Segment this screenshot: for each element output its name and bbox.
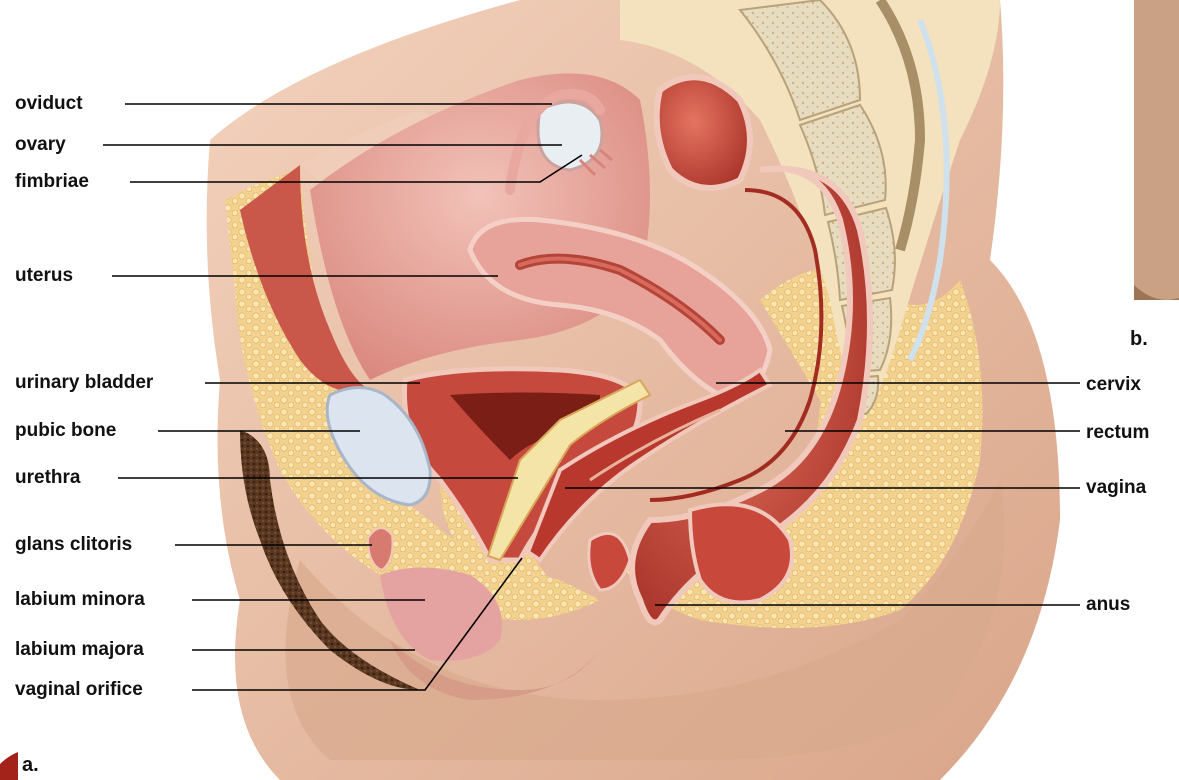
panel-label-a: a. (22, 754, 39, 777)
label-fimbriae: fimbriae (15, 171, 89, 193)
label-cervix: cervix (1086, 374, 1141, 396)
label-urinary-bladder: urinary bladder (15, 372, 153, 394)
label-anus: anus (1086, 594, 1130, 616)
panel-b-figure (1134, 0, 1179, 300)
label-labium-majora: labium majora (15, 639, 144, 661)
panel-label-b: b. (1130, 328, 1148, 351)
label-oviduct: oviduct (15, 93, 83, 115)
panel-a-corner (0, 752, 18, 780)
label-uterus: uterus (15, 265, 73, 287)
label-vaginal-orifice: vaginal orifice (15, 679, 143, 701)
label-urethra: urethra (15, 467, 80, 489)
label-ovary: ovary (15, 134, 66, 156)
label-vagina: vagina (1086, 477, 1146, 499)
label-rectum: rectum (1086, 422, 1149, 444)
label-labium-minora: labium minora (15, 589, 145, 611)
label-pubic-bone: pubic bone (15, 420, 116, 442)
label-glans-clitoris: glans clitoris (15, 534, 132, 556)
